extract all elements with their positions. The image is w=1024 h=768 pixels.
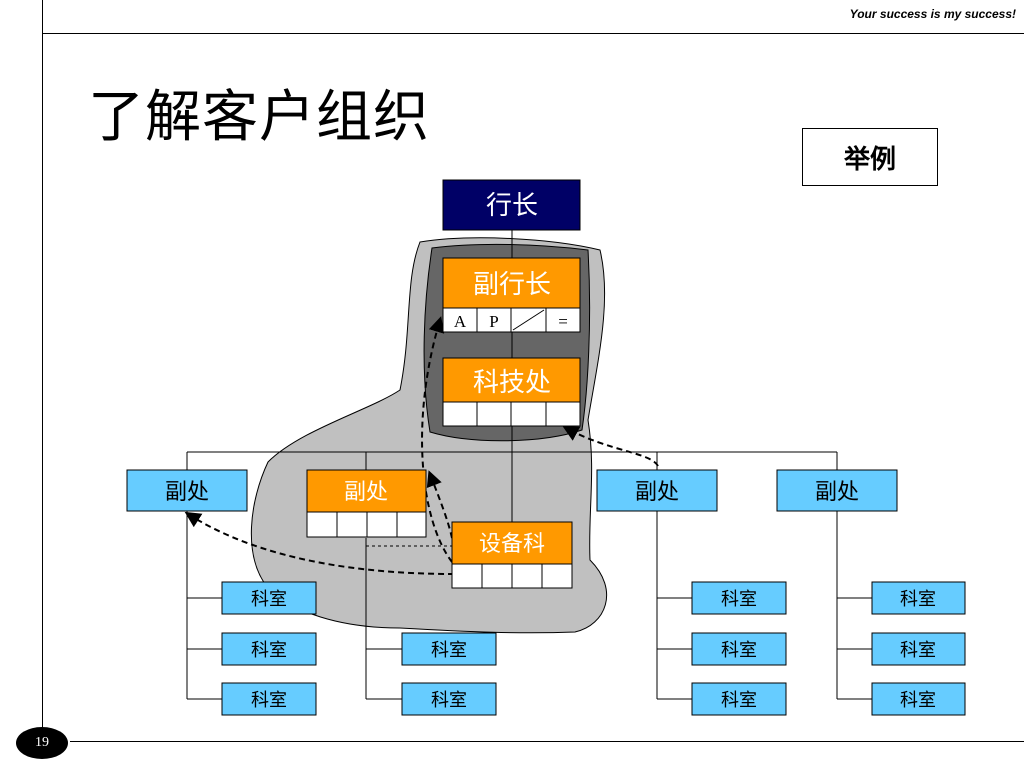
page-number: 19: [16, 727, 68, 759]
office-label: 科室: [721, 690, 757, 711]
office-label: 科室: [431, 690, 467, 711]
president-label: 行长: [486, 191, 538, 221]
office-label: 科室: [900, 690, 936, 711]
equipment-section-label: 设备科: [479, 532, 545, 557]
left-margin-line: [42, 0, 43, 740]
vice-president-box: [442, 257, 581, 309]
office-boxes: 科室 科室 科室 科室 科室 科室 科室 科室 科室 科室 科室: [221, 581, 966, 716]
deputy-label-4: 副处: [815, 480, 859, 505]
office-label: 科室: [721, 640, 757, 661]
office-box: [691, 581, 787, 615]
deputy-box-3: [596, 469, 718, 512]
slide-title: 了解客户组织: [88, 85, 430, 150]
office-box: [691, 682, 787, 716]
office-box: [871, 581, 966, 615]
example-label: 举例: [802, 128, 938, 186]
office-label: 科室: [900, 589, 936, 610]
office-label: 科室: [251, 690, 287, 711]
office-box: [871, 682, 966, 716]
footer-rule: [70, 741, 1024, 742]
office-label: 科室: [251, 589, 287, 610]
office-label: 科室: [251, 640, 287, 661]
deputy-2-cells: [306, 511, 427, 538]
office-box: [401, 682, 497, 716]
influence-arrows: [184, 316, 659, 575]
office-label: 科室: [900, 640, 936, 661]
deputy-box-1: [126, 469, 248, 512]
tech-dept-label: 科技处: [473, 368, 551, 398]
office-box: [221, 581, 317, 615]
president-box: [442, 179, 581, 231]
deputy-box-4: [776, 469, 898, 512]
tech-dept-box: [442, 357, 581, 403]
vice-president-label: 副行长: [473, 270, 551, 300]
tech-dept-cells: [442, 401, 581, 427]
office-box: [401, 632, 497, 666]
vp-rating-cells: A P =: [442, 307, 581, 333]
deputy-label-1: 副处: [165, 480, 209, 505]
header-tagline: Your success is my success!: [849, 7, 1016, 21]
vp-cell-a: A: [454, 312, 467, 331]
vp-cell-p: P: [489, 312, 498, 331]
header-rule: [42, 33, 1024, 34]
equipment-section-cells: [451, 563, 573, 589]
deputy-label-3: 副处: [635, 480, 679, 505]
office-box: [221, 682, 317, 716]
office-label: 科室: [721, 589, 757, 610]
office-box: [691, 632, 787, 666]
deputy-label-2: 副处: [344, 480, 388, 505]
office-box: [221, 632, 317, 666]
vp-cell-eq: =: [558, 312, 568, 331]
office-box: [871, 632, 966, 666]
office-label: 科室: [431, 640, 467, 661]
